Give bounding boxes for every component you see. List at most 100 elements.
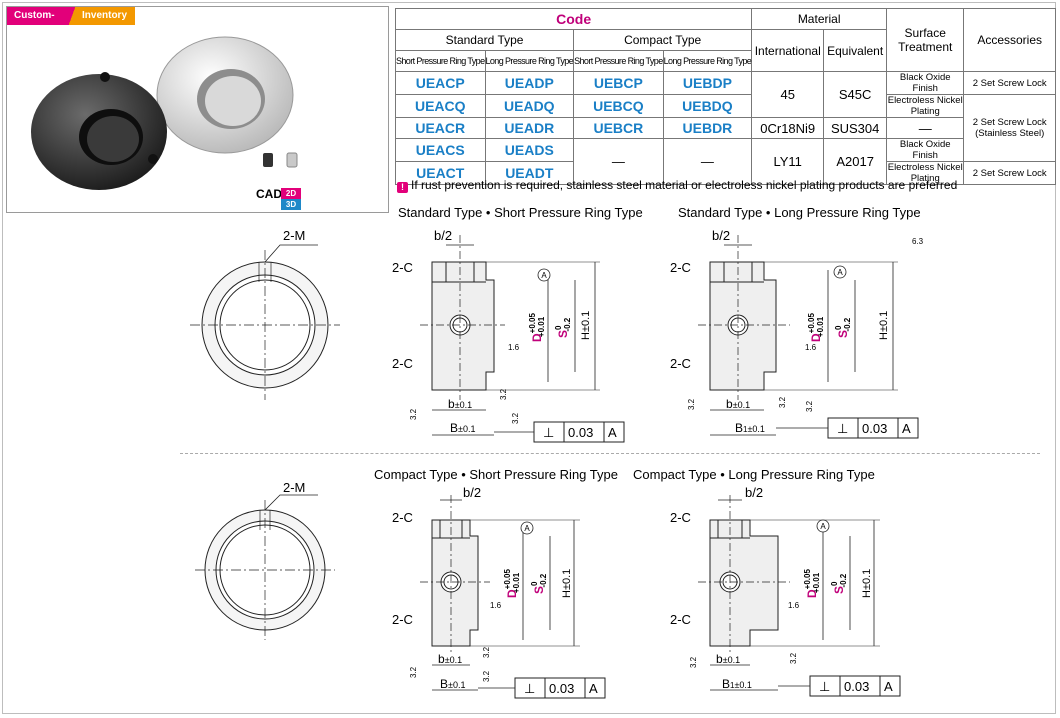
product-photo: [31, 36, 298, 190]
roughness-label: 3.2: [805, 400, 814, 412]
dim-b: b±0.1: [438, 652, 462, 666]
ring-front-view-bottom: [195, 494, 335, 640]
code-cell[interactable]: UEADQ: [484, 94, 575, 118]
label-2c: 2-C: [670, 356, 691, 371]
code-cell[interactable]: UEADT: [484, 161, 575, 185]
roughness-label: 3.2: [482, 646, 491, 658]
roughness-label: 3.2: [409, 408, 418, 420]
code-cell[interactable]: UEACT: [395, 161, 486, 185]
dim-S: S0-0.2: [834, 317, 852, 338]
perpendicularity-datum: A: [589, 681, 598, 696]
dim-H: H±0.1: [561, 569, 573, 598]
dim-S: S0-0.2: [554, 317, 572, 338]
roughness-label: 1.6: [805, 343, 817, 352]
surface-cell: Black Oxide Finish: [886, 138, 965, 162]
badge-divider: [67, 7, 77, 25]
datum-label: A: [541, 271, 547, 280]
label-2m: 2-M: [283, 228, 305, 243]
ring-front-view-top: [190, 244, 340, 400]
material-cell: LY11: [751, 138, 825, 185]
roughness-label: 3.2: [409, 666, 418, 678]
surface-cell: Electroless Nickel Plating: [886, 161, 965, 185]
datum-label: A: [820, 522, 826, 531]
roughness-label: 1.6: [788, 601, 800, 610]
code-cell[interactable]: UEBDR: [662, 117, 753, 139]
custom-made-badge: Custom-made: [7, 7, 79, 39]
dim-H: H±0.1: [878, 311, 890, 340]
section-divider: [180, 453, 1040, 454]
surface-header: Surface Treatment: [886, 8, 965, 72]
material-cell: S45C: [823, 71, 888, 118]
label-2c: 2-C: [392, 612, 413, 627]
label-2c: 2-C: [670, 612, 691, 627]
drawing-title-std-short: Standard Type • Short Pressure Ring Type: [398, 205, 643, 220]
warning-icon: !: [397, 182, 408, 193]
dim-D: D+0.05+0.01: [803, 569, 821, 598]
label-2c: 2-C: [392, 260, 413, 275]
perpendicularity-value: 0.03: [862, 421, 887, 436]
label-2c: 2-C: [392, 356, 413, 371]
code-cell[interactable]: UEACP: [395, 71, 486, 95]
equivalent-header: Equivalent: [823, 29, 888, 72]
label-2c: 2-C: [392, 510, 413, 525]
dim-H: H±0.1: [580, 311, 592, 340]
spec-table: Code Material Surface Treatment Accessor…: [394, 8, 1056, 185]
international-header: International: [751, 29, 825, 72]
note-text: If rust prevention is required, stainles…: [411, 178, 958, 192]
dim-B1: B1±0.1: [722, 677, 752, 691]
code-cell[interactable]: UEADP: [484, 71, 575, 95]
accessory-line: 2 Set Screw Lock: [972, 117, 1047, 128]
datum-label: A: [837, 268, 843, 277]
drawing-title-cmp-long: Compact Type • Long Pressure Ring Type: [633, 467, 875, 482]
material-cell: A2017: [823, 138, 888, 185]
dim-D: D+0.05+0.01: [807, 313, 825, 342]
roughness-label: 3.2: [778, 396, 787, 408]
label-b-half: b/2: [463, 485, 481, 500]
dim-b: b±0.1: [448, 397, 472, 411]
label-b-half: b/2: [745, 485, 763, 500]
code-cell[interactable]: UEBDP: [662, 71, 753, 95]
code-cell[interactable]: UEADS: [484, 138, 575, 162]
perpendicularity-symbol: ⊥: [524, 681, 535, 696]
roughness-label: 1.6: [490, 601, 502, 610]
accessory-cell: 2 Set Screw Lock: [963, 161, 1056, 185]
rust-note: !If rust prevention is required, stainle…: [397, 178, 957, 193]
roughness-label: 6.3: [912, 237, 924, 246]
dim-D: D+0.05+0.01: [528, 313, 546, 342]
dim-S: S0-0.2: [530, 573, 548, 594]
code-cell: —: [662, 138, 753, 185]
dim-D: D+0.05+0.01: [503, 569, 521, 598]
roughness-label: 3.2: [789, 652, 798, 664]
code-cell[interactable]: UEBDQ: [662, 94, 753, 118]
accessory-cell: 2 Set Screw Lock(Stainless Steel): [963, 94, 1056, 162]
perpendicularity-symbol: ⊥: [837, 421, 848, 436]
accessory-cell: 2 Set Screw Lock: [963, 71, 1056, 95]
dim-b: b±0.1: [726, 397, 750, 411]
code-cell[interactable]: UEACQ: [395, 94, 486, 118]
roughness-label: 3.2: [687, 398, 696, 410]
perpendicularity-datum: A: [884, 679, 893, 694]
cad-label: CAD: [256, 187, 282, 201]
perpendicularity-datum: A: [608, 425, 617, 440]
label-b-half: b/2: [712, 228, 730, 243]
code-cell[interactable]: UEACS: [395, 138, 486, 162]
code-cell: —: [573, 138, 664, 185]
long-ring-header: Long Pressure Ring Type: [662, 50, 753, 72]
perpendicularity-datum: A: [902, 421, 911, 436]
dim-b: b±0.1: [716, 652, 740, 666]
dim-B: B±0.1: [450, 421, 475, 435]
side-view-cmp-long: [698, 495, 901, 697]
surface-cell: Black Oxide Finish: [886, 71, 965, 95]
side-view-cmp-short: [420, 495, 606, 699]
dim-B: B±0.1: [440, 677, 465, 691]
material-cell: SUS304: [823, 117, 888, 139]
dim-B1: B1±0.1: [735, 421, 765, 435]
roughness-label: 3.2: [689, 656, 698, 668]
perpendicularity-value: 0.03: [549, 681, 574, 696]
perpendicularity-value: 0.03: [844, 679, 869, 694]
material-cell: 45: [751, 71, 825, 118]
